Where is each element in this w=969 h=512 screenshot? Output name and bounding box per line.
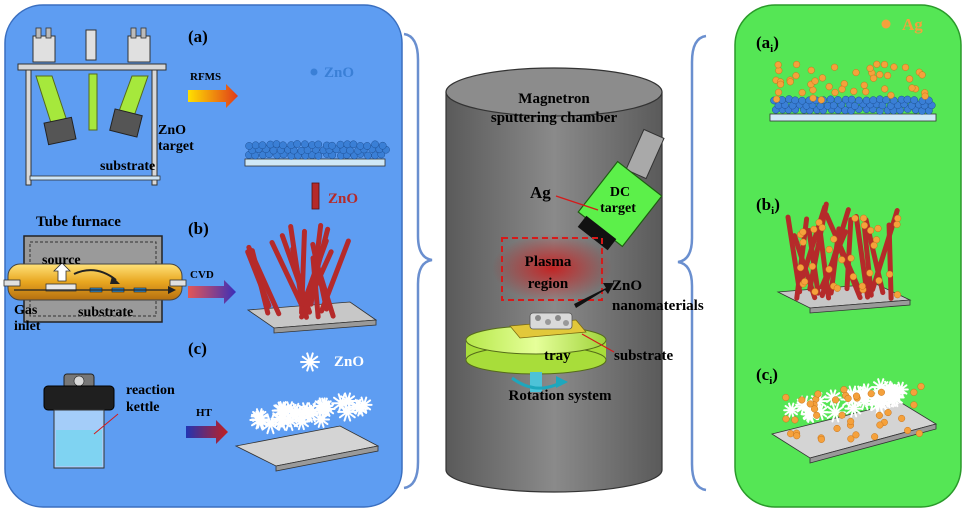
ci-substrate xyxy=(770,401,938,464)
rfms-arrow xyxy=(188,84,238,108)
zno-target-label-2: target xyxy=(158,139,194,154)
plasma-glow xyxy=(492,234,612,302)
cvd-arrow xyxy=(188,280,236,304)
rotation-tray xyxy=(465,312,607,392)
ht-arrow xyxy=(186,420,228,444)
ai-substrate xyxy=(769,113,937,122)
label-b: (b) xyxy=(188,219,209,238)
substrate-pointer xyxy=(581,333,615,353)
cvd-substrate xyxy=(246,301,378,334)
tube-furnace xyxy=(3,235,187,323)
tray-label: tray xyxy=(544,348,571,364)
source-label: source xyxy=(42,253,81,268)
label-bi: (bi) xyxy=(756,195,780,217)
ag-label: Ag xyxy=(530,183,551,202)
gas-inlet-label-2: inlet xyxy=(14,319,41,334)
ci-ag-decorated-nanoflowers xyxy=(782,378,925,443)
rfms-zno-film xyxy=(245,140,390,160)
dc-target-label-2: target xyxy=(600,201,636,216)
right-brace xyxy=(677,34,707,492)
ag-legend: Ag xyxy=(902,15,923,34)
ai-ag-decorated-film xyxy=(770,60,936,115)
ag-pointer xyxy=(555,195,599,211)
kettle-pointer xyxy=(93,413,119,435)
rotation-system-label: Rotation system xyxy=(509,388,612,404)
zno-flower-legend-icon xyxy=(300,352,320,372)
label-a: (a) xyxy=(188,27,208,46)
ht-zno-nanoflowers xyxy=(249,392,373,435)
tube-furnace-title: Tube furnace xyxy=(36,214,121,230)
zno-legend-a: ZnO xyxy=(324,65,354,81)
chamber-title-1: Magnetron xyxy=(518,91,590,107)
zno-legend-c: ZnO xyxy=(334,354,364,370)
zno-particle-legend-icon xyxy=(310,68,318,76)
cvd-zno-nanorods xyxy=(245,223,351,320)
left-panel-background xyxy=(4,4,403,508)
reaction-kettle-label-1: reaction xyxy=(126,383,175,398)
rfms-label: RFMS xyxy=(190,71,221,83)
zno-nanomaterials-label-1: ZnO xyxy=(612,278,642,294)
dc-target xyxy=(577,128,665,251)
substrate-label-a: substrate xyxy=(100,159,155,174)
substrate-label-center: substrate xyxy=(614,348,674,364)
plasma-region-box xyxy=(501,237,603,301)
reaction-kettle-label-2: kettle xyxy=(126,400,159,415)
zno-legend-b: ZnO xyxy=(328,191,358,207)
label-c: (c) xyxy=(188,339,207,358)
zno-target-label-1: ZnO xyxy=(158,123,186,138)
rfms-substrate xyxy=(244,158,386,167)
reaction-kettle xyxy=(43,373,115,469)
label-ai: (ai) xyxy=(756,33,779,55)
ag-particle-legend-icon xyxy=(881,19,891,29)
zno-nanomaterials-label-2: nanomaterials xyxy=(612,298,704,314)
rfms-apparatus xyxy=(17,27,167,186)
plasma-label-2: region xyxy=(528,276,569,292)
ht-substrate xyxy=(234,425,380,472)
label-ci: (ci) xyxy=(756,365,778,387)
plasma-label-1: Plasma xyxy=(525,254,572,270)
gas-inlet-label-1: Gas xyxy=(14,303,38,318)
left-brace xyxy=(403,32,433,490)
zno-pointer-arrow xyxy=(574,283,614,308)
cvd-label: CVD xyxy=(190,269,214,281)
chamber-title-2: sputtering chamber xyxy=(491,110,618,126)
ht-label: HT xyxy=(196,407,213,419)
dc-target-label-1: DC xyxy=(610,185,630,200)
zno-rod-legend-icon xyxy=(311,182,320,210)
bi-ag-decorated-nanorods xyxy=(785,201,902,301)
substrate-label-b: substrate xyxy=(78,305,133,320)
